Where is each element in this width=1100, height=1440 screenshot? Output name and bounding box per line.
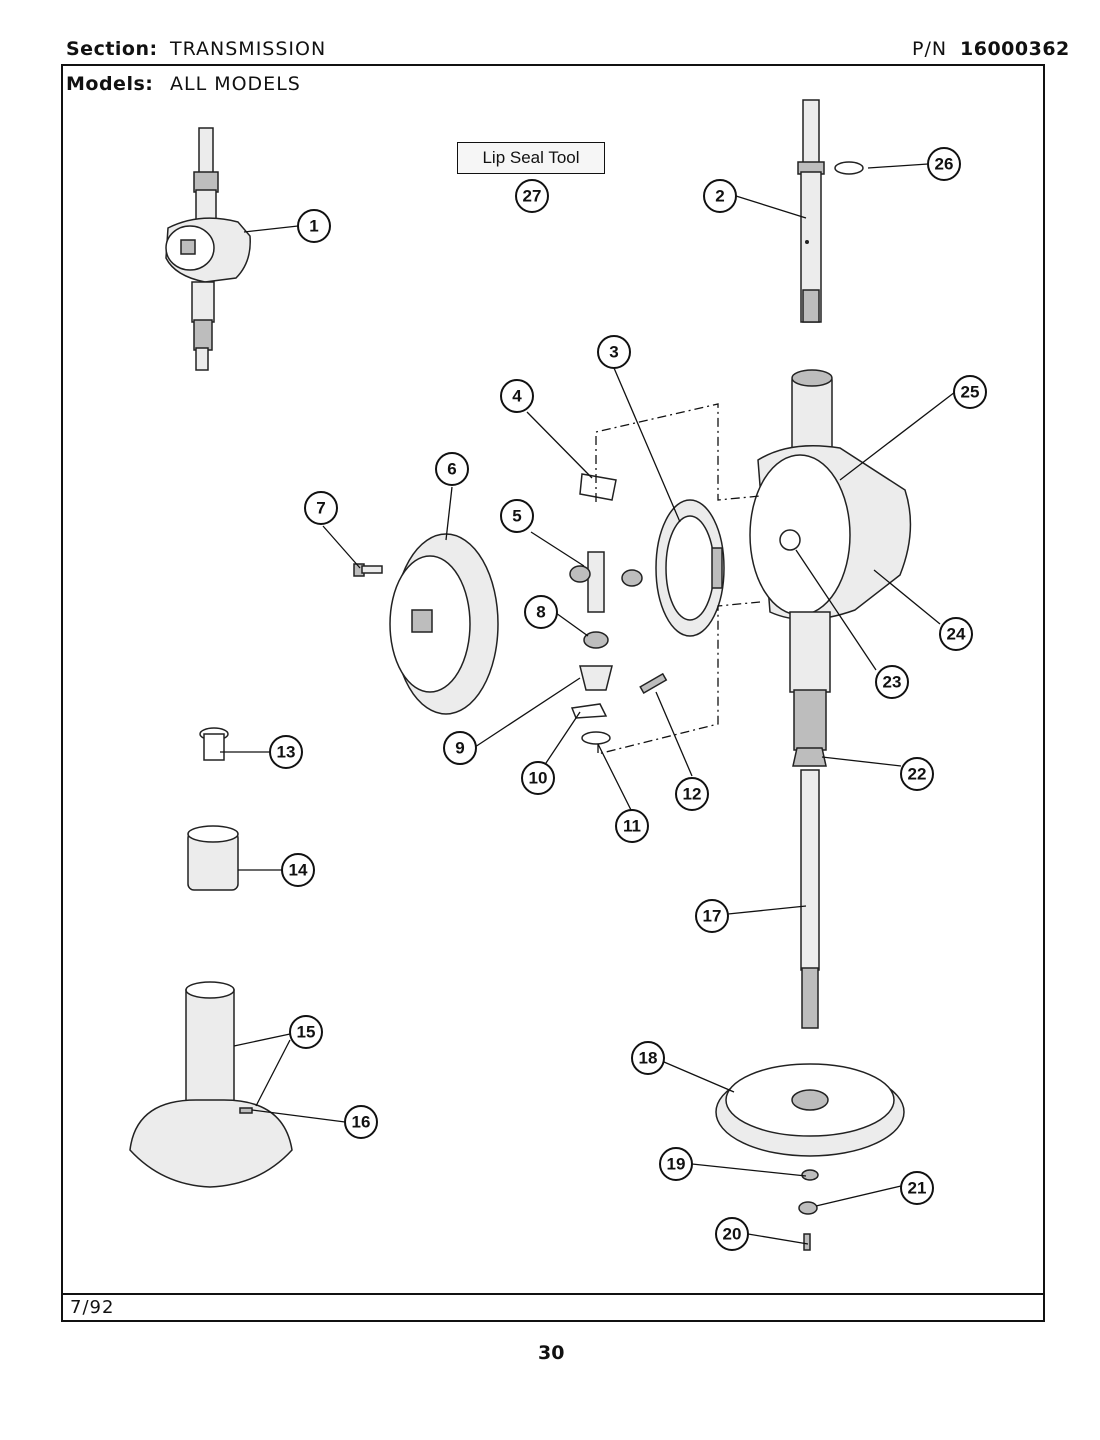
svg-text:10: 10 xyxy=(529,769,548,788)
svg-text:26: 26 xyxy=(935,155,954,174)
assembly-line-lower xyxy=(597,601,761,755)
callout-27: 27 xyxy=(515,179,549,213)
svg-text:15: 15 xyxy=(297,1023,316,1042)
svg-text:12: 12 xyxy=(683,785,702,804)
svg-text:19: 19 xyxy=(667,1155,686,1174)
svg-text:16: 16 xyxy=(352,1113,371,1132)
part-19-washer xyxy=(801,1169,819,1181)
part-3-gear xyxy=(655,499,725,637)
svg-text:6: 6 xyxy=(447,460,456,479)
svg-text:9: 9 xyxy=(455,739,464,758)
callout-9: 9 xyxy=(443,731,477,765)
part-17-pinion-shaft xyxy=(800,769,820,1029)
svg-text:20: 20 xyxy=(723,1225,742,1244)
callout-23: 23 xyxy=(875,665,909,699)
svg-text:18: 18 xyxy=(639,1049,658,1068)
callout-19: 19 xyxy=(659,1147,693,1181)
callout-20: 20 xyxy=(715,1217,749,1251)
svg-text:13: 13 xyxy=(277,743,296,762)
svg-text:25: 25 xyxy=(961,383,980,402)
callout-13: 13 xyxy=(269,735,303,769)
callout-2: 2 xyxy=(703,179,737,213)
section-value: TRANSMISSION xyxy=(170,38,327,60)
callout-3: 3 xyxy=(597,335,631,369)
part-7-bolt xyxy=(353,563,383,577)
svg-text:4: 4 xyxy=(512,387,522,406)
part-9-pinion xyxy=(579,665,613,691)
callout-6: 6 xyxy=(435,452,469,486)
callout-21: 21 xyxy=(900,1171,934,1205)
callout-1: 1 xyxy=(297,209,331,243)
callout-7: 7 xyxy=(304,491,338,525)
svg-text:21: 21 xyxy=(908,1179,927,1198)
part-14-bearing xyxy=(187,825,239,891)
callout-16: 16 xyxy=(344,1105,378,1139)
part-number-value: 16000362 xyxy=(960,38,1070,60)
callout-26: 26 xyxy=(927,147,961,181)
part-20-screw xyxy=(803,1233,811,1251)
callout-14: 14 xyxy=(281,853,315,887)
part-2-shaft xyxy=(797,99,825,323)
part-22-seal xyxy=(792,747,827,767)
svg-text:3: 3 xyxy=(609,343,618,362)
callout-17: 17 xyxy=(695,899,729,933)
page-number: 30 xyxy=(538,1342,565,1364)
svg-text:11: 11 xyxy=(623,817,641,836)
assembly-line-upper xyxy=(595,403,761,502)
diagram-frame xyxy=(61,64,1045,1322)
svg-text:27: 27 xyxy=(523,187,542,206)
svg-text:24: 24 xyxy=(947,625,966,644)
svg-text:5: 5 xyxy=(512,507,521,526)
callout-11: 11 xyxy=(615,809,649,843)
callout-18: 18 xyxy=(631,1041,665,1075)
callout-25: 25 xyxy=(953,375,987,409)
callout-5: 5 xyxy=(500,499,534,533)
part-24-gear-housing xyxy=(749,369,912,751)
section-label: Section: xyxy=(66,38,158,60)
callout-15: 15 xyxy=(289,1015,323,1049)
revision-date: 7/92 xyxy=(70,1297,115,1318)
part-number-label: P/N xyxy=(912,38,948,60)
part-18-pulley xyxy=(715,1063,905,1157)
svg-text:14: 14 xyxy=(289,861,308,880)
part-10-thrust-washer xyxy=(570,703,608,719)
part-4-clip xyxy=(579,473,617,501)
callout-4: 4 xyxy=(500,379,534,413)
part-5-crank xyxy=(569,551,643,613)
svg-text:1: 1 xyxy=(309,217,318,236)
svg-text:8: 8 xyxy=(536,603,545,622)
callout-10: 10 xyxy=(521,761,555,795)
svg-text:22: 22 xyxy=(908,765,927,784)
footer-divider xyxy=(61,1293,1045,1295)
svg-text:23: 23 xyxy=(883,673,902,692)
models-value: ALL MODELS xyxy=(170,73,301,95)
svg-text:7: 7 xyxy=(316,499,325,518)
callout-24: 24 xyxy=(939,617,973,651)
lip-seal-tool-label: Lip Seal Tool xyxy=(457,142,605,174)
part-21-nut xyxy=(798,1201,818,1215)
part-26-ring xyxy=(834,161,864,175)
callout-22: 22 xyxy=(900,757,934,791)
part-8-bushing xyxy=(583,631,609,649)
part-1-transmission-assembly xyxy=(165,127,251,371)
part-11-washer xyxy=(581,731,611,745)
callout-12: 12 xyxy=(675,777,709,811)
part-13-bushing xyxy=(199,727,229,761)
callout-8: 8 xyxy=(524,595,558,629)
svg-text:2: 2 xyxy=(715,187,724,206)
svg-text:17: 17 xyxy=(703,907,722,926)
part-15-agitator-base xyxy=(129,981,293,1188)
models-label: Models: xyxy=(66,73,154,95)
leader-lines xyxy=(220,163,956,1245)
part-6-cover xyxy=(389,533,499,715)
part-12-pin xyxy=(639,672,668,694)
